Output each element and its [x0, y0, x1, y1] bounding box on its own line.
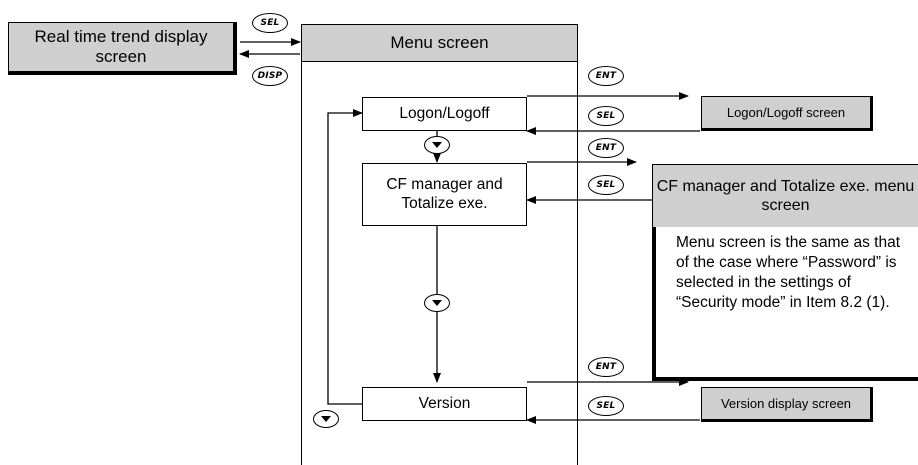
ent-key-icon: ENT: [588, 357, 624, 377]
menu-item-logon[interactable]: Logon/Logoff: [362, 97, 527, 131]
disp-key-icon: DISP: [252, 66, 288, 86]
menu-item-version[interactable]: Version: [362, 387, 527, 421]
sel-key-icon: SEL: [252, 13, 288, 33]
menu-screen-title: Menu screen: [301, 24, 578, 62]
menu-screen-title-label: Menu screen: [390, 32, 489, 52]
version-screen-box: Version display screen: [701, 387, 873, 422]
sel-key-label: SEL: [596, 111, 616, 121]
sel-key-label: SEL: [596, 180, 616, 190]
ent-key-label: ENT: [595, 143, 617, 153]
menu-item-logon-label: Logon/Logoff: [399, 104, 490, 122]
logon-screen-label: Logon/Logoff screen: [726, 104, 846, 120]
logon-screen-box: Logon/Logoff screen: [701, 96, 873, 131]
cf-note-box: [652, 227, 918, 381]
cf-menu-screen-label: CF manager and Totalize exe. menu screen: [656, 177, 915, 214]
sel-key-icon: SEL: [588, 175, 624, 195]
sel-key-label: SEL: [260, 18, 280, 28]
sel-key-icon: SEL: [588, 106, 624, 126]
ent-key-icon: ENT: [588, 138, 624, 158]
realtime-screen-box: Real time trend display screen: [8, 22, 237, 75]
ent-key-label: ENT: [595, 362, 617, 372]
cf-menu-screen-box: CF manager and Totalize exe. menu screen: [652, 164, 918, 227]
down-key-icon: [313, 410, 339, 428]
arrow-loop-back: [327, 109, 363, 405]
disp-key-label: DISP: [257, 71, 283, 81]
menu-item-cf[interactable]: CF manager and Totalize exe.: [362, 163, 527, 226]
down-key-icon: [424, 136, 450, 154]
sel-key-label: SEL: [596, 401, 616, 411]
realtime-screen-label: Real time trend display screen: [34, 26, 208, 66]
menu-item-version-label: Version: [418, 394, 471, 412]
version-screen-label: Version display screen: [720, 395, 852, 411]
sel-key-icon: SEL: [588, 396, 624, 416]
menu-item-cf-label: CF manager and Totalize exe.: [386, 175, 503, 212]
ent-key-icon: ENT: [588, 66, 624, 86]
cf-note-text: Menu screen is the same as that of the c…: [676, 234, 901, 311]
down-key-icon: [424, 294, 450, 312]
ent-key-label: ENT: [595, 71, 617, 81]
